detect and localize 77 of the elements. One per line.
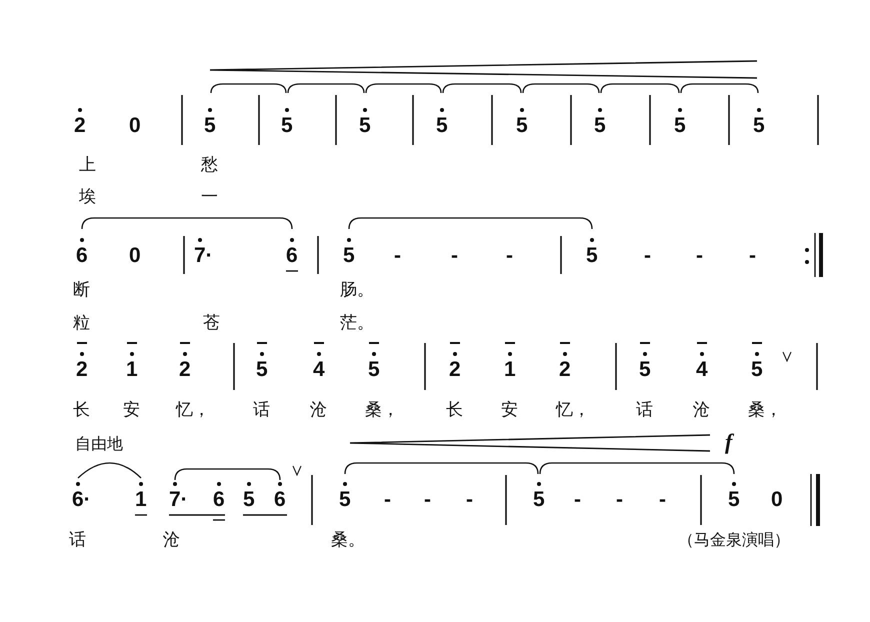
note: 7·	[194, 236, 213, 267]
note: 5	[359, 106, 371, 137]
note: 0	[129, 245, 141, 267]
note: 5	[368, 342, 380, 381]
note: 2	[559, 342, 571, 381]
lyric: 长	[73, 400, 90, 420]
note: 5	[594, 106, 606, 137]
tempo-marking: 自由地	[75, 434, 123, 454]
lyric: 安	[501, 400, 518, 420]
dynamic-marking: f	[725, 431, 732, 453]
lyric: 沧	[693, 400, 710, 420]
note: 5	[753, 106, 765, 137]
extension-dash: -	[394, 245, 401, 267]
note: 0	[129, 115, 141, 137]
note: 2	[74, 106, 86, 137]
extension-dash: -	[749, 245, 756, 267]
note: 4	[313, 342, 325, 381]
note: 1	[135, 480, 147, 511]
note: 5	[343, 236, 355, 267]
note: 5	[516, 106, 528, 137]
note: 5	[639, 342, 651, 381]
note: 5	[436, 106, 448, 137]
note: 6·	[72, 480, 91, 511]
lyric: 沧	[310, 400, 327, 420]
note: 6	[213, 480, 225, 511]
note: 1	[504, 342, 516, 381]
lyric: 话	[253, 400, 270, 420]
lyric: 一	[201, 187, 218, 207]
lyric: 茫。	[340, 313, 374, 333]
note: 7·	[169, 480, 188, 511]
lyric: 安	[123, 400, 140, 420]
lyric: 断	[73, 280, 90, 300]
performer-credit: （马金泉演唱）	[678, 530, 790, 550]
note: 2	[449, 342, 461, 381]
note: 6	[274, 480, 286, 511]
note: 2	[76, 342, 88, 381]
note: 5	[339, 480, 351, 511]
extension-dash: -	[466, 489, 473, 511]
note: 5	[751, 342, 763, 381]
note: 5	[533, 480, 545, 511]
extension-dash: -	[696, 245, 703, 267]
note: 4	[696, 342, 708, 381]
lyric: 话	[636, 400, 653, 420]
note: 0	[771, 489, 783, 511]
note: 5	[674, 106, 686, 137]
lyric: 长	[446, 400, 463, 420]
extension-dash: -	[644, 245, 651, 267]
extension-dash: -	[384, 489, 391, 511]
lyric: 埃	[79, 187, 96, 207]
note: 5	[728, 480, 740, 511]
extension-dash: -	[616, 489, 623, 511]
lyric: 肠。	[340, 280, 374, 300]
note: 1	[126, 342, 138, 381]
note: 5	[256, 342, 268, 381]
note: 2	[179, 342, 191, 381]
lyric: 苍	[203, 313, 220, 333]
lyric: 愁	[201, 155, 218, 175]
lyric: 忆，	[556, 400, 590, 420]
extension-dash: -	[659, 489, 666, 511]
note: 5	[243, 480, 255, 511]
lyric: 桑，	[748, 400, 782, 420]
lyric: 粒	[73, 313, 90, 333]
note: 5	[204, 106, 216, 137]
extension-dash: -	[451, 245, 458, 267]
lyric: 沧	[163, 530, 180, 550]
lyric: 桑，	[365, 400, 399, 420]
extension-dash: -	[424, 489, 431, 511]
lyric: 话	[69, 530, 86, 550]
lyric: 上	[79, 155, 96, 175]
lyric: 忆，	[176, 400, 210, 420]
note: 5	[281, 106, 293, 137]
note: 5	[586, 236, 598, 267]
extension-dash: -	[506, 245, 513, 267]
note: 6	[286, 236, 298, 267]
extension-dash: -	[574, 489, 581, 511]
lyric: 桑。	[331, 530, 365, 550]
note: 6	[76, 236, 88, 267]
